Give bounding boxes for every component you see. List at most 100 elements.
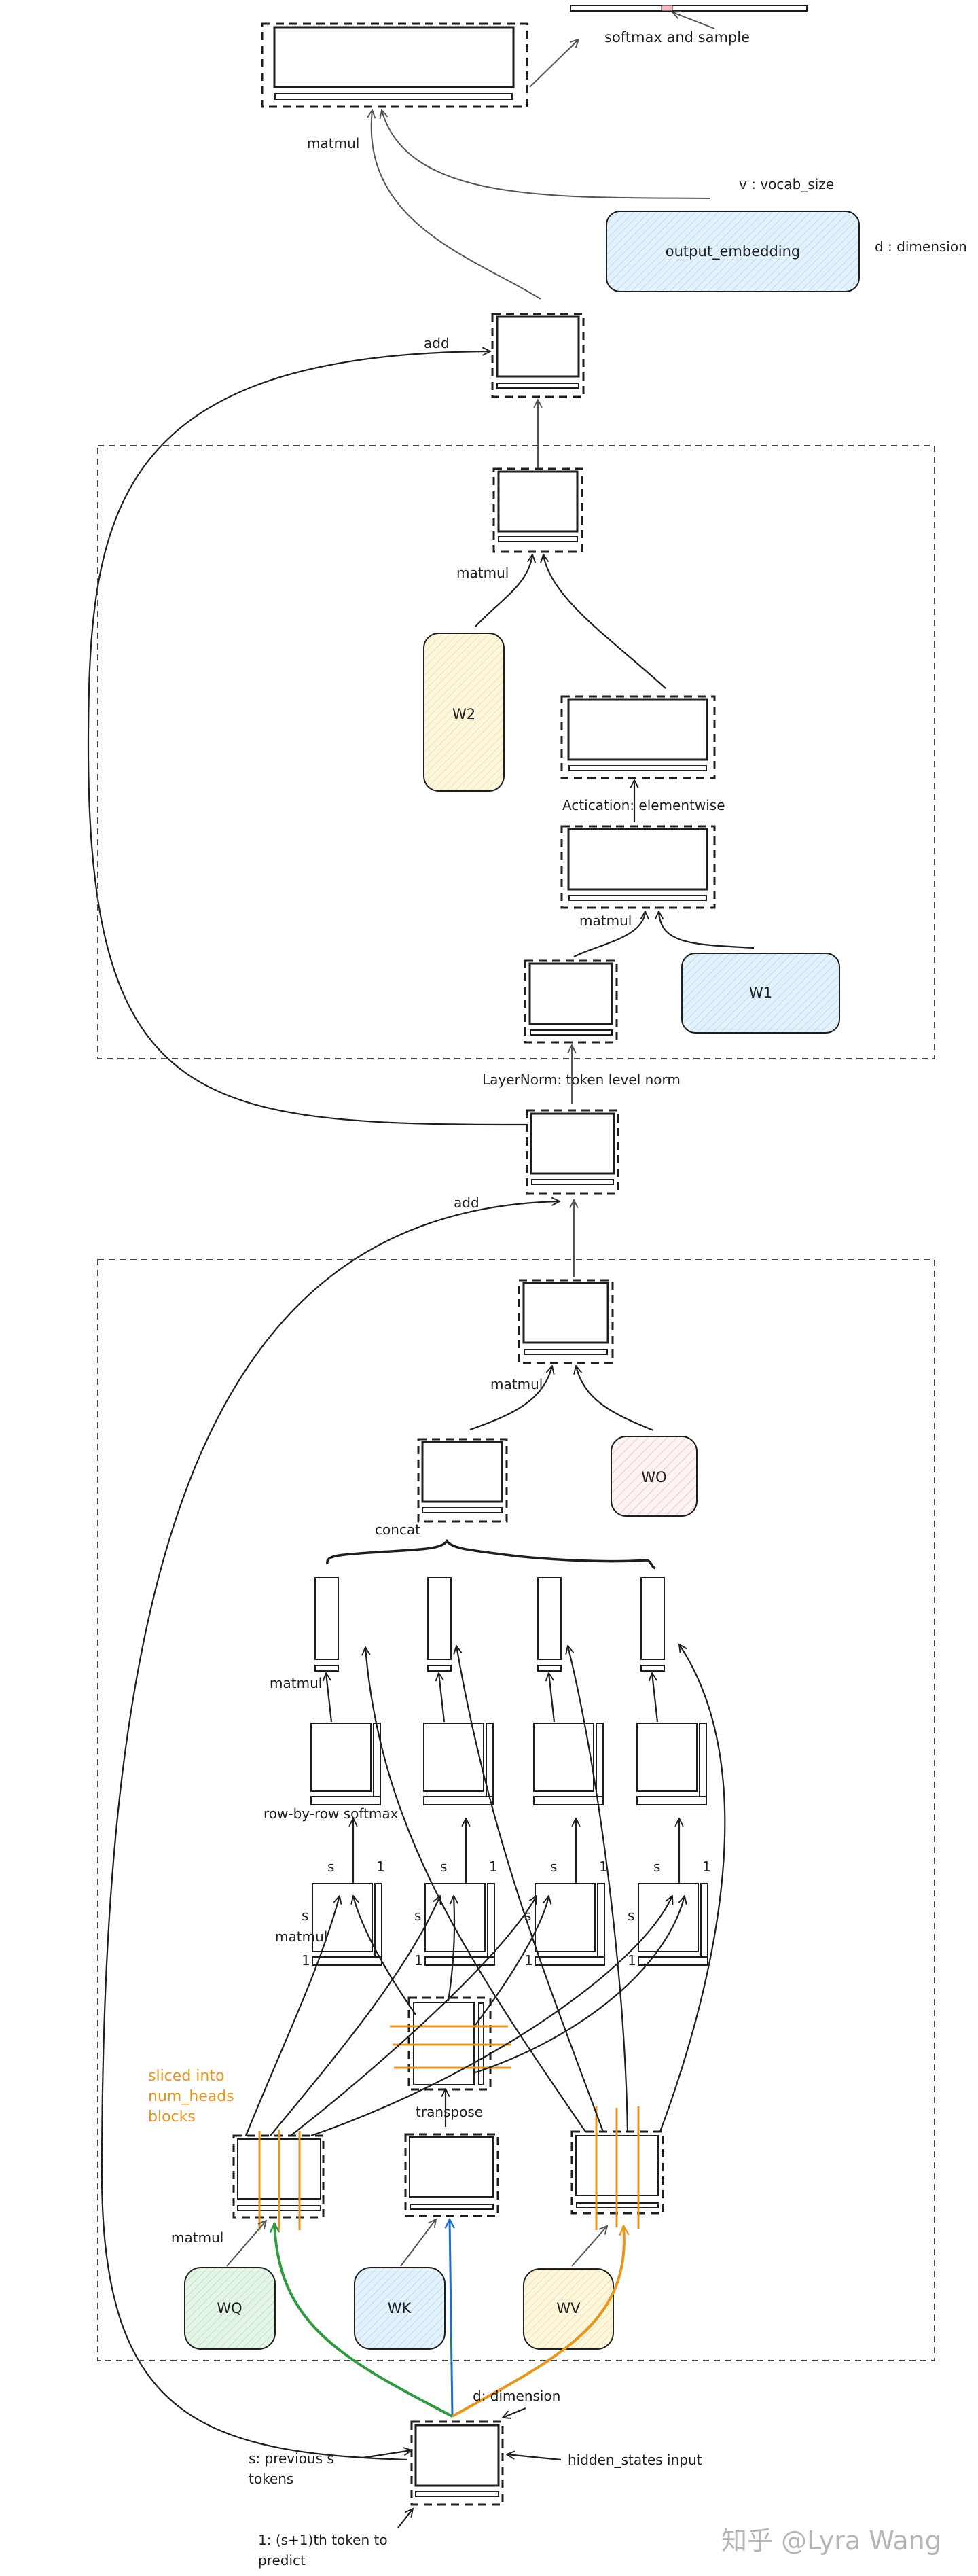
ffn-hidden-tensor [560, 825, 716, 909]
watermark: 知乎 @Lyra Wang [721, 2526, 941, 2556]
ffn-matmul-bottom-label: matmul [579, 913, 632, 929]
sampled-distribution-bar [570, 5, 808, 12]
attention-add-tensor [526, 1109, 619, 1195]
q-input-path [274, 2223, 453, 2418]
head-matmul-arrow [549, 1673, 556, 1723]
softmax-row [310, 1796, 381, 1805]
wv-weight: WV [523, 2268, 614, 2350]
scores-matmul-label: matmul [275, 1928, 327, 1945]
layernorm-output-tensor [524, 959, 618, 1044]
arrow-concat-to-attn-out [469, 1366, 552, 1431]
softmax-row [533, 1796, 604, 1805]
softmax-label: row-by-row softmax [264, 1805, 399, 1822]
final-add-tensor [491, 313, 585, 398]
attention-block-container [97, 1259, 935, 2361]
softmax-matrix [533, 1723, 594, 1792]
score-column [597, 1883, 605, 1966]
attention-add-label: add [454, 1195, 479, 1211]
wo-weight: WO [611, 1436, 698, 1517]
arrow-label-to-sampled-token [672, 12, 715, 29]
output-embedding-weight: output_embedding [606, 211, 860, 292]
dim-label-s-cols: s [327, 1858, 334, 1875]
output-embedding-label: output_embedding [666, 243, 801, 260]
ffn-block-container [97, 445, 935, 1059]
prev-tokens-label-2: tokens [249, 2471, 293, 2487]
dim-label-s-rows: s [302, 1907, 308, 1924]
dim-label-1-cols: 1 [599, 1858, 608, 1875]
hidden-states-input-tensor [410, 2420, 504, 2506]
output-matmul-label: matmul [307, 135, 359, 152]
softmax-row [636, 1796, 707, 1805]
dim-label-1-rows: 1 [628, 1952, 636, 1969]
residual-arrow-attention [101, 1201, 560, 2461]
dim-label-s-cols: s [440, 1858, 447, 1875]
ffn-output-tensor [492, 467, 583, 553]
prev-tokens-label-1: s: previous s [249, 2450, 334, 2467]
concat-brace-icon [326, 1538, 656, 1570]
dim-label-1-cols: 1 [702, 1858, 711, 1875]
attention-head-3: s 1 s 1 [524, 1577, 608, 1969]
slice-note-line-2: num_heads [148, 2088, 234, 2105]
attention-head-1: s 1 s 1 [302, 1577, 385, 1969]
score-row [424, 1956, 495, 1966]
arrow-hidden-to-logits [372, 110, 541, 300]
arrow-act-to-ffn-out [543, 554, 666, 689]
input-dimension-label: d: dimension [473, 2388, 560, 2404]
softmax-row [423, 1796, 494, 1805]
arrow-wq-to-q [226, 2221, 266, 2267]
score-row [535, 1956, 605, 1966]
head-output-token-row [537, 1665, 562, 1672]
softmax-matrix [310, 1723, 372, 1792]
slice-note: sliced into num_heads blocks [148, 2068, 234, 2125]
wq-label: WQ [217, 2300, 242, 2316]
activation-output-tensor [560, 695, 716, 779]
arrow-embedding-to-logits [382, 110, 711, 199]
dim-label-1-cols: 1 [376, 1858, 385, 1875]
q-tensor [232, 2130, 325, 2230]
head-matmul-arrow [326, 1673, 333, 1723]
wq-weight: WQ [184, 2267, 276, 2350]
w2-label: W2 [452, 706, 475, 722]
w1-label: W1 [749, 985, 772, 1001]
arrow-w2-to-ffn-out [475, 554, 532, 627]
transpose-label: transpose [416, 2104, 483, 2120]
arrow-prev-tokens-label [362, 2450, 412, 2459]
dim-label-1-cols: 1 [489, 1858, 498, 1875]
head-matmul-arrow [652, 1673, 659, 1723]
v-tensor [570, 2106, 664, 2230]
score-row [312, 1956, 382, 1966]
score-column [374, 1883, 382, 1966]
hidden-states-label: hidden_states input [568, 2452, 702, 2468]
v-input-path [452, 2226, 624, 2418]
layernorm-label: LayerNorm: token level norm [482, 1072, 681, 1088]
score-column [700, 1883, 708, 1966]
head-output-vector [427, 1577, 452, 1660]
head-matmul-arrow [439, 1673, 446, 1723]
head-output-vector [537, 1577, 562, 1660]
dim-label-1-rows: 1 [414, 1952, 423, 1969]
slice-note-line-3: blocks [148, 2109, 196, 2125]
projection-matmul-label: matmul [171, 2229, 223, 2246]
dim-label-1-rows: 1 [302, 1952, 310, 1969]
wk-weight: WK [354, 2267, 446, 2350]
head-matmul-label: matmul [270, 1675, 322, 1691]
head-output-token-row [314, 1665, 339, 1672]
dim-label-s-cols: s [550, 1858, 557, 1875]
w1-weight: W1 [681, 953, 840, 1034]
arrow-w1-to-ffn-hidden [659, 911, 755, 949]
dim-label-s-rows: s [628, 1907, 634, 1924]
dim-label-s-cols: s [653, 1858, 660, 1875]
arrow-hidden-states-label [507, 2454, 562, 2461]
arrow-norm-to-ffn-hidden [573, 911, 645, 957]
head-output-token-row [640, 1665, 665, 1672]
dim-label-1-rows: 1 [524, 1952, 533, 1969]
predict-label-1: 1: (s+1)th token to [258, 2532, 388, 2548]
softmax-matrix [636, 1723, 698, 1792]
arrow-predict-label [397, 2509, 413, 2528]
dim-label-s-rows: s [524, 1907, 531, 1924]
attention-matmul-out-label: matmul [490, 1376, 543, 1392]
w2-weight: W2 [423, 633, 505, 792]
softmax-sample-label: softmax and sample [604, 29, 750, 46]
concat-label: concat [375, 1521, 420, 1538]
softmax-column [699, 1723, 707, 1805]
